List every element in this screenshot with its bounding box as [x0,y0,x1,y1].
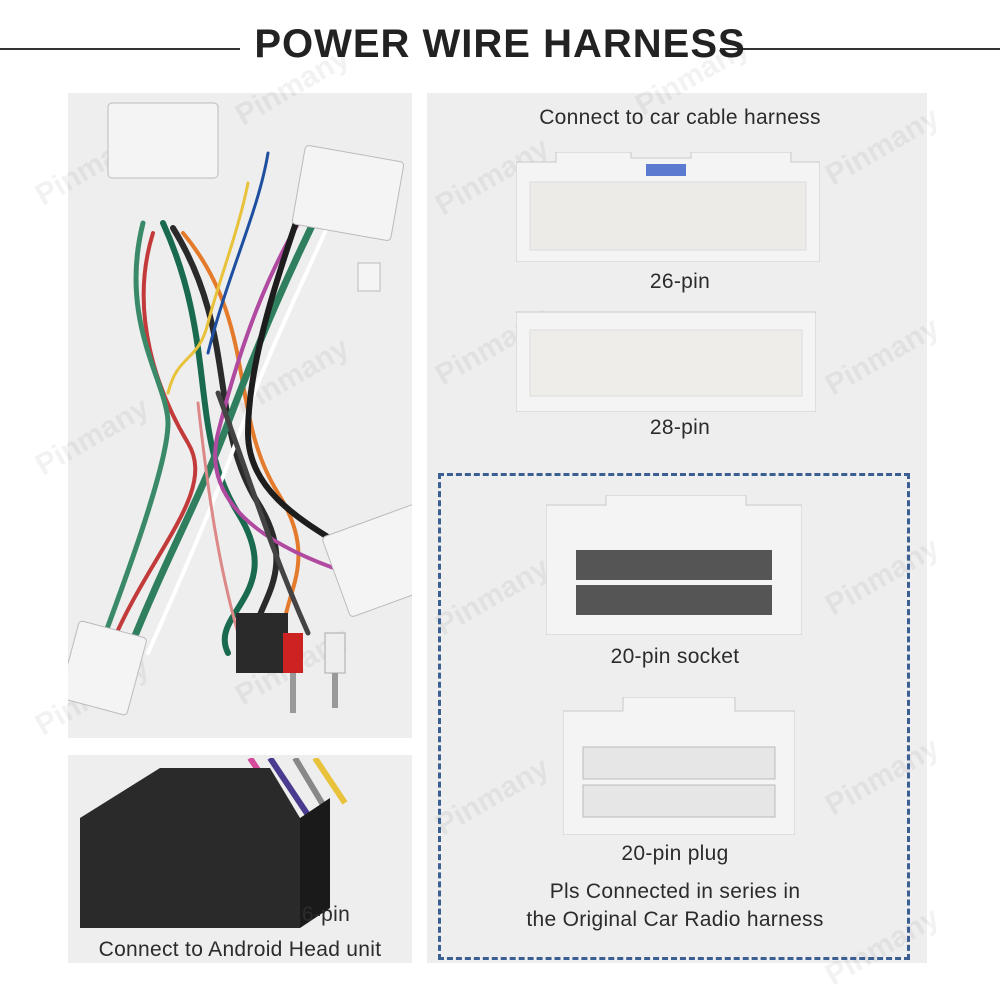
connector-20pin-plug-image [563,697,795,835]
page-title: POWER WIRE HARNESS [254,22,746,66]
pin26-label: 26-pin [649,270,711,293]
connector-26pin-image [516,152,820,262]
pin28-label: 28-pin [649,416,711,439]
socket20-label: 20-pin socket [610,645,740,668]
note-line-2: the Original Car Radio harness [526,908,824,931]
connect-car-label: Connect to car cable harness [539,106,821,129]
plug20-label: 20-pin plug [621,842,729,865]
note-line-1: Pls Connected in series in [549,880,801,903]
title-rule-left [0,48,240,50]
title-rule-right [720,48,1000,50]
connector-20pin-socket-image [546,495,802,635]
connector-28pin-image [516,311,816,412]
series-connection-box [438,473,910,960]
wire-harness-image [68,102,412,716]
connector-16pin-image [80,758,348,928]
connect-android-label: Connect to Android Head unit [98,938,382,961]
pin16-label: 16-pin [289,903,351,926]
